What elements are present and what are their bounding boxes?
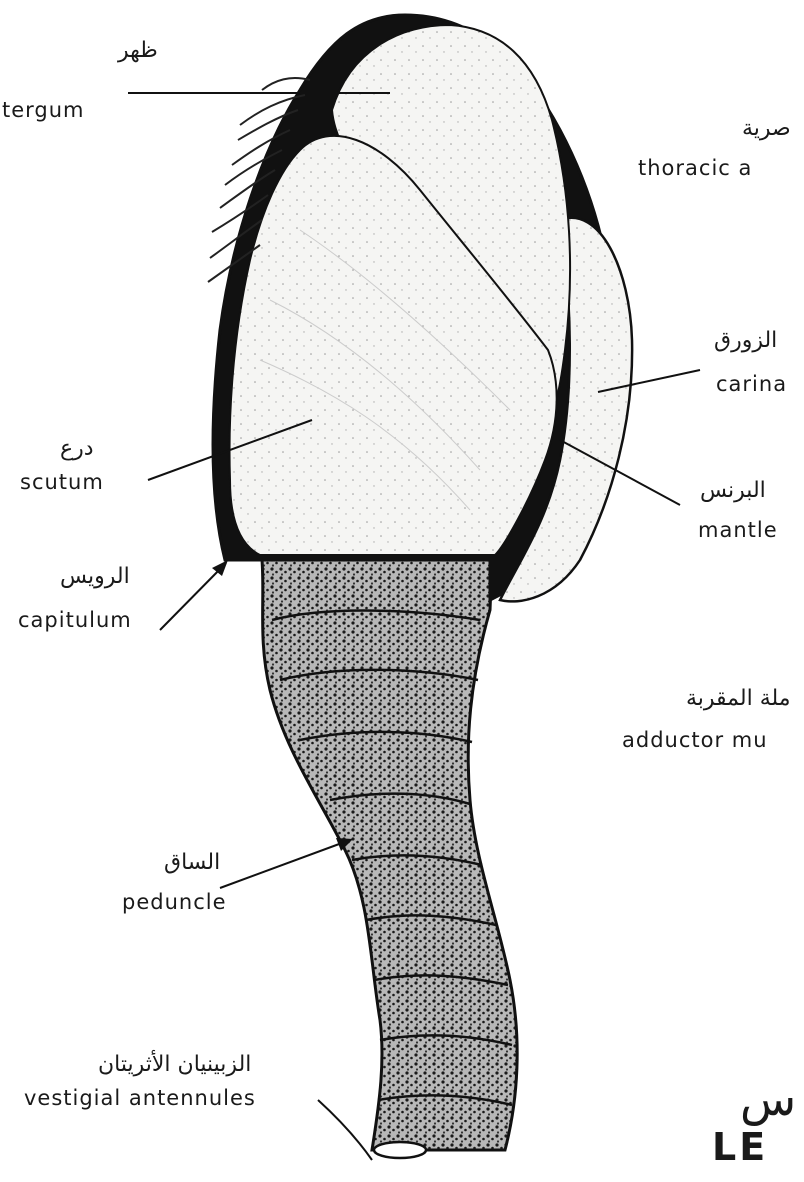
peduncle-leader [220, 840, 350, 888]
tergum-label-ar: ظهر [118, 40, 158, 62]
vestigial-leader [318, 1100, 372, 1160]
adductor-label-ar: ملة المقربة [686, 688, 791, 710]
thoracic-label-ar: صرية [742, 118, 791, 140]
adductor-label-en: adductor mu [622, 730, 768, 751]
peduncle-label-ar: الساق [164, 852, 220, 874]
tergum-label-en: tergum [2, 100, 85, 121]
carina-label-ar: الزورق [714, 330, 777, 352]
title-en: LE [712, 1128, 768, 1166]
scutum-label-en: scutum [20, 472, 104, 493]
peduncle-label-en: peduncle [122, 892, 227, 913]
mantle-label-ar: البرنس [700, 480, 766, 502]
capitulum-leader [160, 563, 226, 630]
capitulum-label-en: capitulum [18, 610, 132, 631]
thoracic-label-en: thoracic a [638, 158, 752, 179]
vestigial-label-en: vestigial antennules [24, 1088, 256, 1109]
carina-label-en: carina [716, 374, 787, 395]
vestigial-label-ar: الزبينيان الأثريتان [98, 1054, 251, 1076]
scutum-label-ar: درع [60, 438, 94, 460]
title-ar: س [740, 1076, 796, 1122]
capitulum-label-ar: الرويس [60, 566, 130, 588]
mantle-label-en: mantle [698, 520, 778, 541]
